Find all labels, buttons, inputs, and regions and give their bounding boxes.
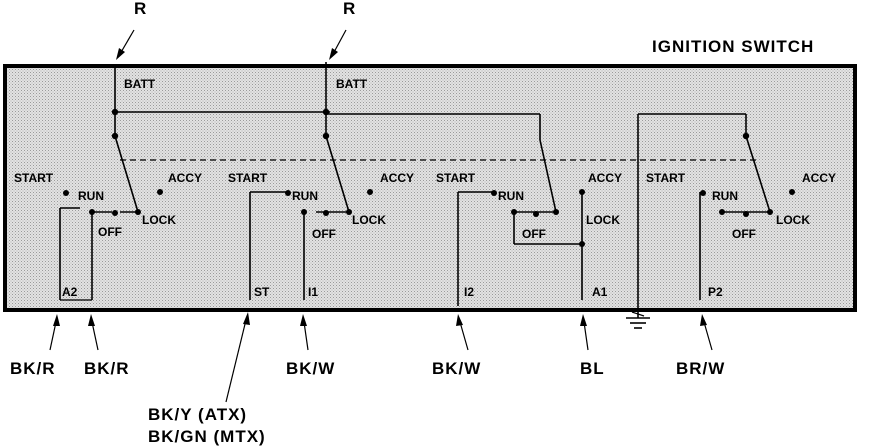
off-label-4: OFF (732, 227, 756, 241)
terminal-a1: A1 (592, 285, 608, 299)
terminal-i1: I1 (308, 285, 318, 299)
accy-node-4 (789, 189, 795, 195)
lock-label-1: LOCK (142, 213, 176, 227)
arrow-st (225, 312, 250, 403)
accy-label-1: ACCY (168, 171, 202, 185)
start-label-4: START (646, 171, 686, 185)
run-node-2 (301, 209, 307, 215)
lock-label-3: LOCK (586, 213, 620, 227)
arrow-i1 (300, 314, 309, 351)
wire-label-st-mtx: BK/GN (MTX) (148, 427, 266, 446)
supply-label-r-1: R (134, 0, 147, 18)
run-label-3: RUN (498, 189, 524, 203)
arrow-a1 (580, 314, 589, 351)
switch-arm-1 (114, 135, 139, 213)
diagram-title: IGNITION SWITCH (652, 37, 814, 56)
off-label-2: OFF (312, 227, 336, 241)
supply-arrowhead-2 (329, 48, 338, 60)
ground-symbol (626, 306, 650, 329)
arrow-i2 (456, 314, 469, 351)
lock-label-2: LOCK (352, 213, 386, 227)
arrow-bk-r-2 (88, 314, 99, 351)
switch-arm-4 (745, 135, 771, 213)
wire-label-a1: BL (580, 359, 605, 378)
off-node-1 (112, 210, 118, 216)
supply-arrow-2 (332, 29, 347, 55)
start-label-2: START (228, 171, 268, 185)
start-node-3 (491, 190, 497, 196)
supply-label-r-2: R (343, 0, 356, 18)
arrow-bk-r-1 (49, 314, 60, 351)
terminal-i2: I2 (464, 285, 474, 299)
off-label-3: OFF (522, 227, 546, 241)
wire-label-i1: BK/W (286, 359, 335, 378)
start-node-4 (700, 190, 706, 196)
wire-label-p2: BR/W (676, 359, 725, 378)
batt-label-2: BATT (336, 77, 368, 91)
terminal-st: ST (254, 285, 270, 299)
switch-arm-2 (325, 135, 350, 213)
lock-label-4: LOCK (776, 213, 810, 227)
start-node-1 (63, 190, 69, 196)
terminal-a2: A2 (62, 285, 78, 299)
accy-label-2: ACCY (380, 171, 414, 185)
supply-arrowhead-1 (116, 48, 125, 60)
switch-arm-3 (539, 139, 557, 213)
lock-node-2 (346, 209, 352, 215)
accy-label-3: ACCY (588, 171, 622, 185)
run-label-2: RUN (292, 189, 318, 203)
batt-label-1: BATT (124, 77, 156, 91)
arrow-p2 (700, 314, 713, 351)
supply-arrow-1 (119, 29, 135, 55)
wire-label-a2-right: BK/R (84, 359, 130, 378)
wire-label-a2-left: BK/R (10, 359, 56, 378)
run-label-4: RUN (712, 189, 738, 203)
lock-node-3 (553, 209, 559, 215)
lock-node-1 (135, 209, 141, 215)
off-node-4 (743, 211, 749, 217)
start-label-1: START (14, 171, 54, 185)
a1-junction (579, 241, 585, 247)
wire-label-st-atx: BK/Y (ATX) (148, 405, 247, 424)
off-label-1: OFF (98, 225, 122, 239)
run-label-1: RUN (78, 189, 104, 203)
lock-node-4 (767, 209, 773, 215)
start-label-3: START (436, 171, 476, 185)
accy-node-1 (157, 189, 163, 195)
switch-housing (3, 64, 857, 312)
terminal-p2: P2 (708, 285, 723, 299)
off-node-3 (533, 211, 539, 217)
accy-node-2 (367, 189, 373, 195)
wire-label-i2: BK/W (432, 359, 481, 378)
off-node-2 (323, 210, 329, 216)
accy-label-4: ACCY (802, 171, 836, 185)
start-node-2 (285, 190, 291, 196)
